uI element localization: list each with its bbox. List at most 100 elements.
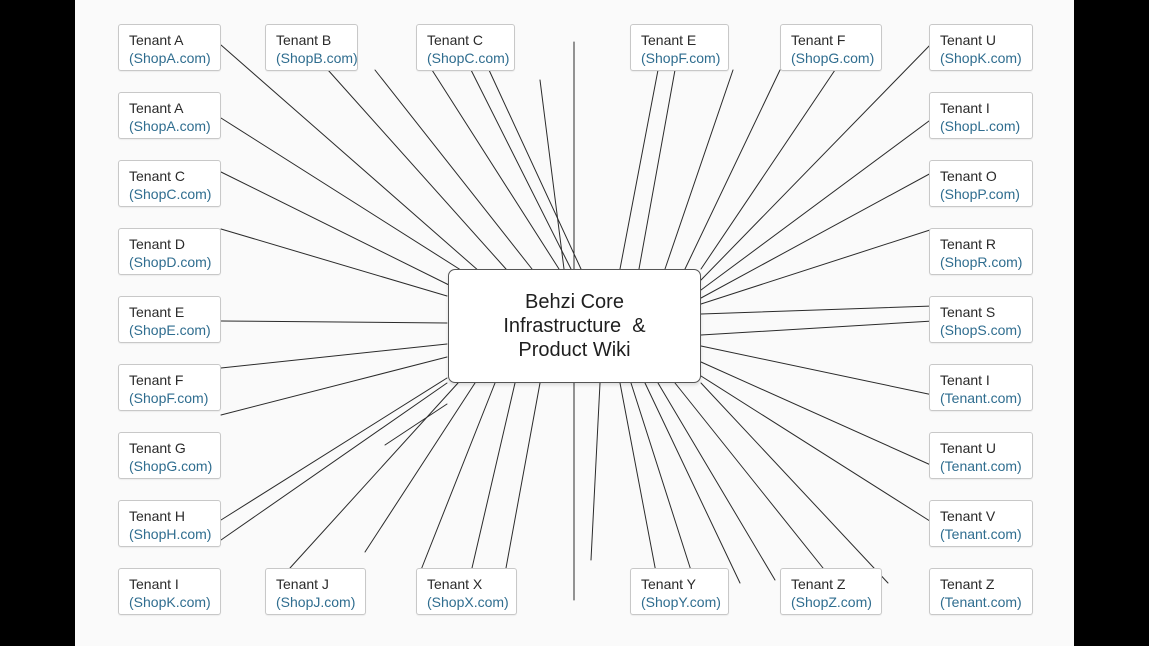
- connector-line: [384, 403, 448, 446]
- tenant-name: Tenant F: [129, 372, 184, 388]
- tenant-name: Tenant G: [129, 440, 186, 456]
- tenant-name: Tenant I: [940, 372, 990, 388]
- tenant-node: Tenant Y (ShopY.com): [630, 568, 729, 615]
- connector-line: [700, 345, 934, 396]
- tenant-name: Tenant I: [129, 576, 179, 592]
- connector-line: [700, 41, 934, 281]
- tenant-name: Tenant Y: [641, 576, 697, 592]
- tenant-name: Tenant D: [129, 236, 186, 252]
- tenant-domain: (ShopE.com): [129, 322, 211, 338]
- hub-title-line: Behzi Core: [525, 291, 624, 313]
- connector-line: [220, 377, 448, 521]
- tenant-node: Tenant I (Tenant.com): [929, 364, 1033, 411]
- tenant-domain: (ShopF.com): [641, 50, 721, 66]
- tenant-name: Tenant Z: [940, 576, 995, 592]
- connector-line: [539, 79, 565, 270]
- tenant-node: Tenant O (ShopP.com): [929, 160, 1033, 207]
- tenant-domain: (Tenant.com): [940, 390, 1022, 406]
- connector-line: [619, 69, 659, 270]
- tenant-name: Tenant C: [427, 32, 484, 48]
- tenant-domain: (Tenant.com): [940, 458, 1022, 474]
- connector-line: [700, 228, 934, 305]
- tenant-domain: (Tenant.com): [940, 526, 1022, 542]
- connector-line: [220, 382, 448, 541]
- tenant-name: Tenant V: [940, 508, 996, 524]
- diagram-canvas: Tenant B (ShopB.com) Tenant C (ShopC.com…: [75, 0, 1074, 646]
- tenant-node: Tenant A (ShopA.com): [118, 92, 221, 139]
- tenant-domain: (ShopK.com): [129, 594, 211, 610]
- connector-line: [700, 361, 934, 467]
- tenant-node: Tenant J (ShopJ.com): [265, 568, 366, 615]
- connector-line: [374, 69, 533, 270]
- tenant-node: Tenant G (ShopG.com): [118, 432, 221, 479]
- connector-line: [700, 117, 934, 291]
- tenant-node: Tenant H (ShopH.com): [118, 500, 221, 547]
- connector-line: [220, 44, 513, 301]
- connector-line: [431, 69, 560, 270]
- tenant-domain: (ShopY.com): [641, 594, 721, 610]
- tenant-name: Tenant U: [940, 440, 997, 456]
- tenant-name: Tenant A: [129, 100, 184, 116]
- connector-line: [674, 382, 836, 584]
- tenant-name: Tenant O: [940, 168, 997, 184]
- tenant-node: Tenant X (ShopX.com): [416, 568, 517, 615]
- tenant-name: Tenant H: [129, 508, 186, 524]
- tenant-node: Tenant V (Tenant.com): [929, 500, 1033, 547]
- tenant-node: Tenant C (ShopC.com): [118, 160, 221, 207]
- tenant-node: Tenant D (ShopD.com): [118, 228, 221, 275]
- tenant-domain: (ShopC.com): [427, 50, 510, 66]
- tenant-node: Tenant Z (Tenant.com): [929, 568, 1033, 615]
- tenant-name: Tenant A: [129, 32, 184, 48]
- tenant-name: Tenant J: [276, 576, 329, 592]
- tenant-name: Tenant Z: [791, 576, 846, 592]
- tenant-node: Tenant I (ShopL.com): [929, 92, 1033, 139]
- tenant-node: Tenant E (ShopF.com): [630, 24, 729, 71]
- tenant-name: Tenant R: [940, 236, 997, 252]
- connector-line: [644, 382, 741, 584]
- tenant-domain: (ShopK.com): [940, 50, 1022, 66]
- tenant-domain: (ShopG.com): [791, 50, 875, 66]
- tenant-domain: (ShopJ.com): [276, 594, 356, 610]
- tenant-name: Tenant C: [129, 168, 186, 184]
- tenant-domain: (ShopA.com): [129, 118, 211, 134]
- connector-line: [289, 382, 459, 569]
- tenant-node: Tenant C (ShopC.com): [416, 24, 515, 71]
- connector-line: [700, 320, 934, 336]
- connector-line: [488, 69, 582, 270]
- tenant-domain: (ShopD.com): [129, 254, 212, 270]
- tenant-domain: (ShopS.com): [940, 322, 1022, 338]
- tenant-domain: (ShopZ.com): [791, 594, 872, 610]
- connector-line: [220, 320, 448, 324]
- tenant-name: Tenant S: [940, 304, 996, 320]
- tenant-domain: (ShopB.com): [276, 50, 358, 66]
- connector-line: [700, 305, 934, 315]
- tenant-domain: (ShopL.com): [940, 118, 1021, 134]
- connector-line: [220, 356, 448, 416]
- tenant-domain: (ShopX.com): [427, 594, 509, 610]
- connector-line: [505, 382, 541, 569]
- connector-line: [700, 69, 836, 270]
- tenant-node: Tenant I (ShopK.com): [118, 568, 221, 615]
- tenant-domain: (ShopG.com): [129, 458, 213, 474]
- tenant-name: Tenant B: [276, 32, 332, 48]
- tenant-node: Tenant F (ShopF.com): [118, 364, 221, 411]
- connector-line: [327, 69, 507, 270]
- hub-title: Behzi Core Infrastructure & Product Wiki: [503, 290, 645, 362]
- connector-line: [590, 382, 601, 561]
- tenant-node: Tenant B (ShopB.com): [265, 24, 358, 71]
- connector-line: [471, 382, 516, 569]
- central-hub-node: Behzi Core Infrastructure & Product Wiki: [448, 269, 701, 383]
- connector-line: [638, 69, 676, 270]
- connector-line: [700, 171, 934, 299]
- tenant-node: Tenant F (ShopG.com): [780, 24, 882, 71]
- tenant-domain: (ShopF.com): [129, 390, 209, 406]
- tenant-domain: (ShopP.com): [940, 186, 1020, 202]
- tenant-node: Tenant U (ShopK.com): [929, 24, 1033, 71]
- hub-title-line: Infrastructure &: [503, 315, 646, 337]
- connector-lines: [220, 41, 934, 601]
- connector-line: [630, 382, 696, 584]
- connector-line: [220, 228, 448, 297]
- tenant-domain: (ShopA.com): [129, 50, 211, 66]
- tenant-node: Tenant E (ShopE.com): [118, 296, 221, 343]
- tenant-node: Tenant Z (ShopZ.com): [780, 568, 882, 615]
